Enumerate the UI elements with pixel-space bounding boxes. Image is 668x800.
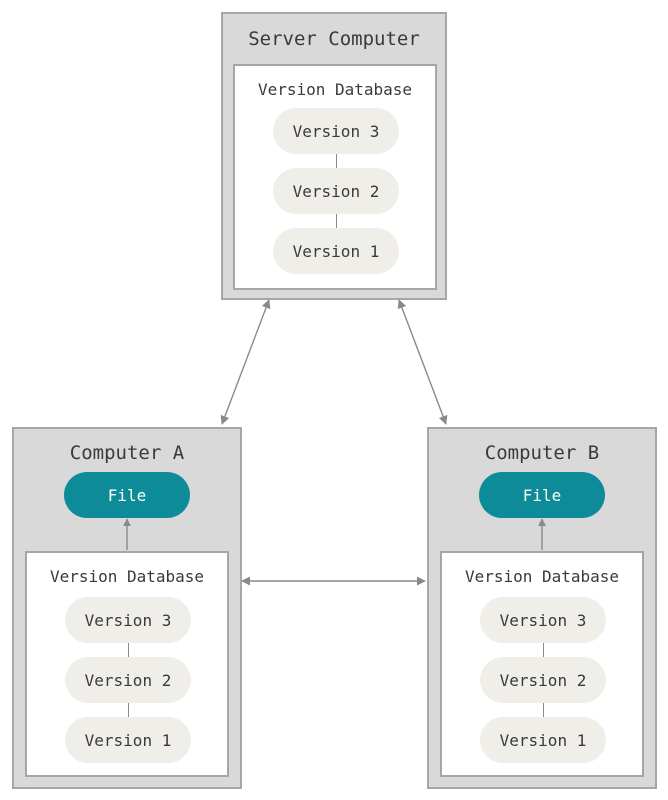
computer-b-version-database: Version Database Version 3 Version 2 Ver… [440, 551, 644, 777]
arrow-server-computer-a [220, 299, 271, 425]
computer-a-title: Computer A [69, 442, 185, 464]
version-database-title: Version Database [464, 567, 620, 586]
version-database-title: Version Database [257, 80, 413, 99]
version-database-title: Version Database [49, 567, 205, 586]
version-2-node: Version 2 [65, 657, 191, 703]
computer-a-file: File [64, 472, 190, 518]
computer-a-version-database: Version Database Version 3 Version 2 Ver… [25, 551, 229, 777]
version-3-node: Version 3 [65, 597, 191, 643]
computer-b-box: Computer B File Version Database Version… [427, 427, 657, 789]
version-3-node: Version 3 [273, 108, 399, 154]
arrow-server-computer-b [397, 299, 448, 425]
version-3-node: Version 3 [480, 597, 606, 643]
version-2-node: Version 2 [480, 657, 606, 703]
server-computer-box: Server Computer Version Database Version… [221, 12, 447, 300]
version-1-node: Version 1 [273, 228, 399, 274]
computer-a-box: Computer A File Version Database Version… [12, 427, 242, 789]
computer-b-title: Computer B [484, 442, 600, 464]
computer-b-file: File [479, 472, 605, 518]
server-computer-title: Server Computer [248, 28, 420, 50]
server-version-database: Version Database Version 3 Version 2 Ver… [233, 64, 437, 290]
version-2-node: Version 2 [273, 168, 399, 214]
version-1-node: Version 1 [480, 717, 606, 763]
version-1-node: Version 1 [65, 717, 191, 763]
